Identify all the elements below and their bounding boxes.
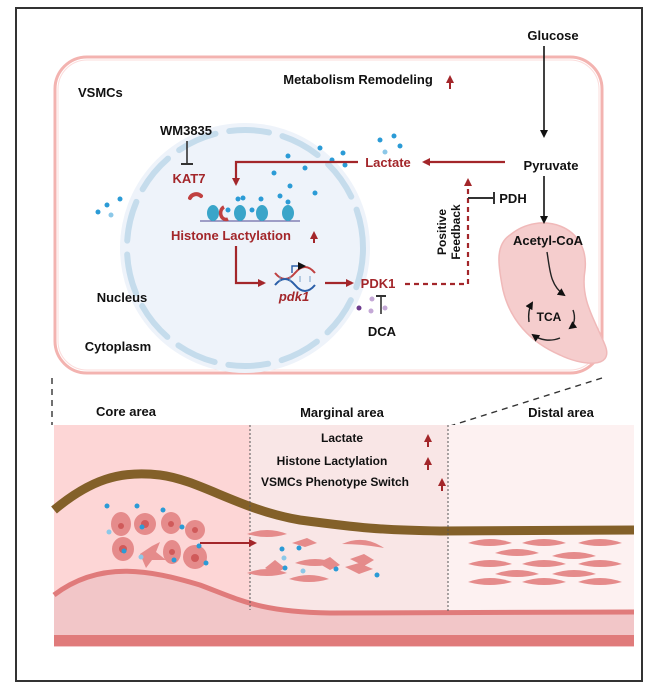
dna-gene-icon: [274, 262, 316, 292]
metabolism-remodeling-title: Metabolism Remodeling: [283, 72, 433, 87]
nuclear-envelope: [124, 127, 366, 369]
nucleus-label: Nucleus: [97, 290, 148, 305]
plaque-cap: [51, 469, 635, 536]
dca-label: DCA: [368, 324, 397, 339]
lactate-label: Lactate: [365, 155, 411, 170]
tca-label: TCA: [537, 310, 562, 324]
core-area-label: Core area: [96, 404, 157, 419]
pyruvate-label: Pyruvate: [524, 158, 579, 173]
feedback-label-line1: Positive: [435, 209, 449, 255]
histone-lactylation-label: Histone Lactylation: [171, 228, 291, 243]
external-wall: [54, 635, 634, 646]
cytoplasm-label: Cytoplasm: [85, 339, 151, 354]
feature-lactate: Lactate: [321, 431, 363, 445]
kat7-enzyme-icon: [188, 192, 203, 200]
feedback-label-line2: Feedback: [449, 204, 463, 260]
glucose-label: Glucose: [527, 28, 578, 43]
cell-membrane-inner: [57, 59, 600, 371]
vessel-section: [51, 425, 635, 647]
acetylcoa-to-tca-arrow: [546, 251, 566, 297]
marginal-cells: [247, 530, 384, 582]
kat7-label: KAT7: [173, 171, 206, 186]
vessel-media: [54, 571, 634, 647]
mitochondrion: [498, 222, 608, 364]
nucleus: [120, 123, 370, 373]
histone-to-pdk1-gene-arrow: [234, 246, 266, 287]
marginal-lactate-molecules: [279, 545, 380, 578]
internal-elastic-lamina: [52, 568, 635, 616]
pdh-label: PDH: [499, 191, 526, 206]
zoom-guide-right: [449, 377, 603, 427]
distal-cells: [468, 539, 622, 585]
lactate-to-histone-arrow: [232, 160, 358, 186]
nucleosomes: [200, 193, 300, 222]
feature-histone-lactylation: Histone Lactylation: [277, 454, 388, 468]
acetyl-coa-label: Acetyl-CoA: [513, 233, 584, 248]
wm3835-label: WM3835: [160, 123, 212, 138]
distal-area-label: Distal area: [528, 405, 595, 420]
pdk1-label: PDK1: [361, 276, 396, 291]
positive-feedback-arrow: [405, 178, 472, 286]
pdk1-gene-label: pdk1: [278, 289, 309, 304]
marginal-area-label: Marginal area: [300, 405, 385, 420]
vsmcs-label: VSMCs: [78, 85, 123, 100]
core-lactate-molecules: [104, 503, 209, 566]
dca-molecules: [356, 296, 388, 314]
feature-phenotype-switch: VSMCs Phenotype Switch: [261, 475, 409, 489]
tca-cycle-arrows: [525, 301, 578, 342]
